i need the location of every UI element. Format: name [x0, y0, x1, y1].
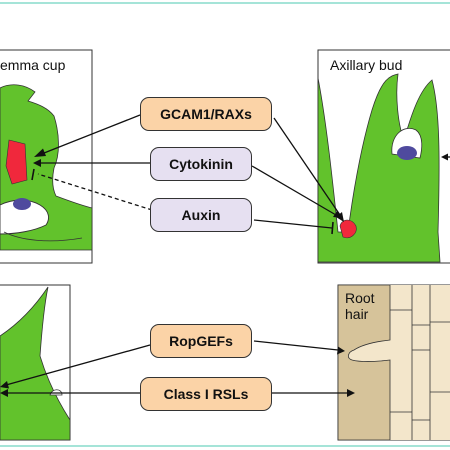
axillary-red-cell: [339, 219, 357, 239]
box-class-i-rsls: Class I RSLs: [140, 377, 272, 411]
inhibit-auxin-to-bud-bar: [331, 221, 334, 235]
arrow-cytokinin-to-bud-head: [333, 211, 342, 218]
label-gemma-cup: emma cup: [0, 57, 66, 73]
axillary-bud-tissue: [317, 73, 441, 263]
arrow-gcam-to-gemma-head: [34, 148, 46, 157]
arrow-cytokinin-to-bud: [251, 165, 337, 216]
arrow-rsl-to-root-head: [347, 389, 355, 397]
label-root-hair-line1: Root: [345, 290, 375, 306]
arrow-rsl-to-rhizoid-head: [0, 389, 8, 397]
root-epidermal-cell: [337, 284, 391, 441]
inhibit-auxin-to-gemma: [37, 173, 153, 211]
label-axillary-bud: Axillary bud: [330, 57, 403, 73]
gemma-cup-inner-line: [3, 231, 83, 242]
box-ropgefs: RopGEFs: [150, 324, 252, 358]
arrow-ropgefs-to-root: [253, 340, 339, 351]
root-cell-walls: [390, 285, 450, 440]
arrow-ropgefs-to-rhizoid: [5, 344, 151, 386]
arrow-gcam-to-gemma: [38, 114, 141, 156]
arrow-cytokinin-to-gemma-head: [33, 159, 41, 167]
arrow-ropgefs-to-root-head: [337, 346, 345, 355]
gemma-red-notch: [5, 139, 28, 185]
axillary-purple-cell: [397, 146, 417, 160]
inhibit-auxin-to-gemma-bar: [31, 168, 35, 181]
axillary-incoming-arrowhead: [441, 153, 448, 161]
inhibit-auxin-to-bud: [253, 219, 333, 229]
box-cytokinin: Cytokinin: [150, 147, 252, 181]
label-root-hair-line2: hair: [345, 306, 369, 322]
arrow-gcam-to-bud: [273, 117, 341, 216]
gemma-purple-cell: [13, 198, 31, 210]
box-auxin: Auxin: [150, 198, 252, 232]
box-gcam1-raxs: GCAM1/RAXs: [140, 97, 272, 131]
arrow-ropgefs-to-rhizoid-head: [0, 381, 9, 389]
rhizoid-tissue: [0, 286, 71, 441]
